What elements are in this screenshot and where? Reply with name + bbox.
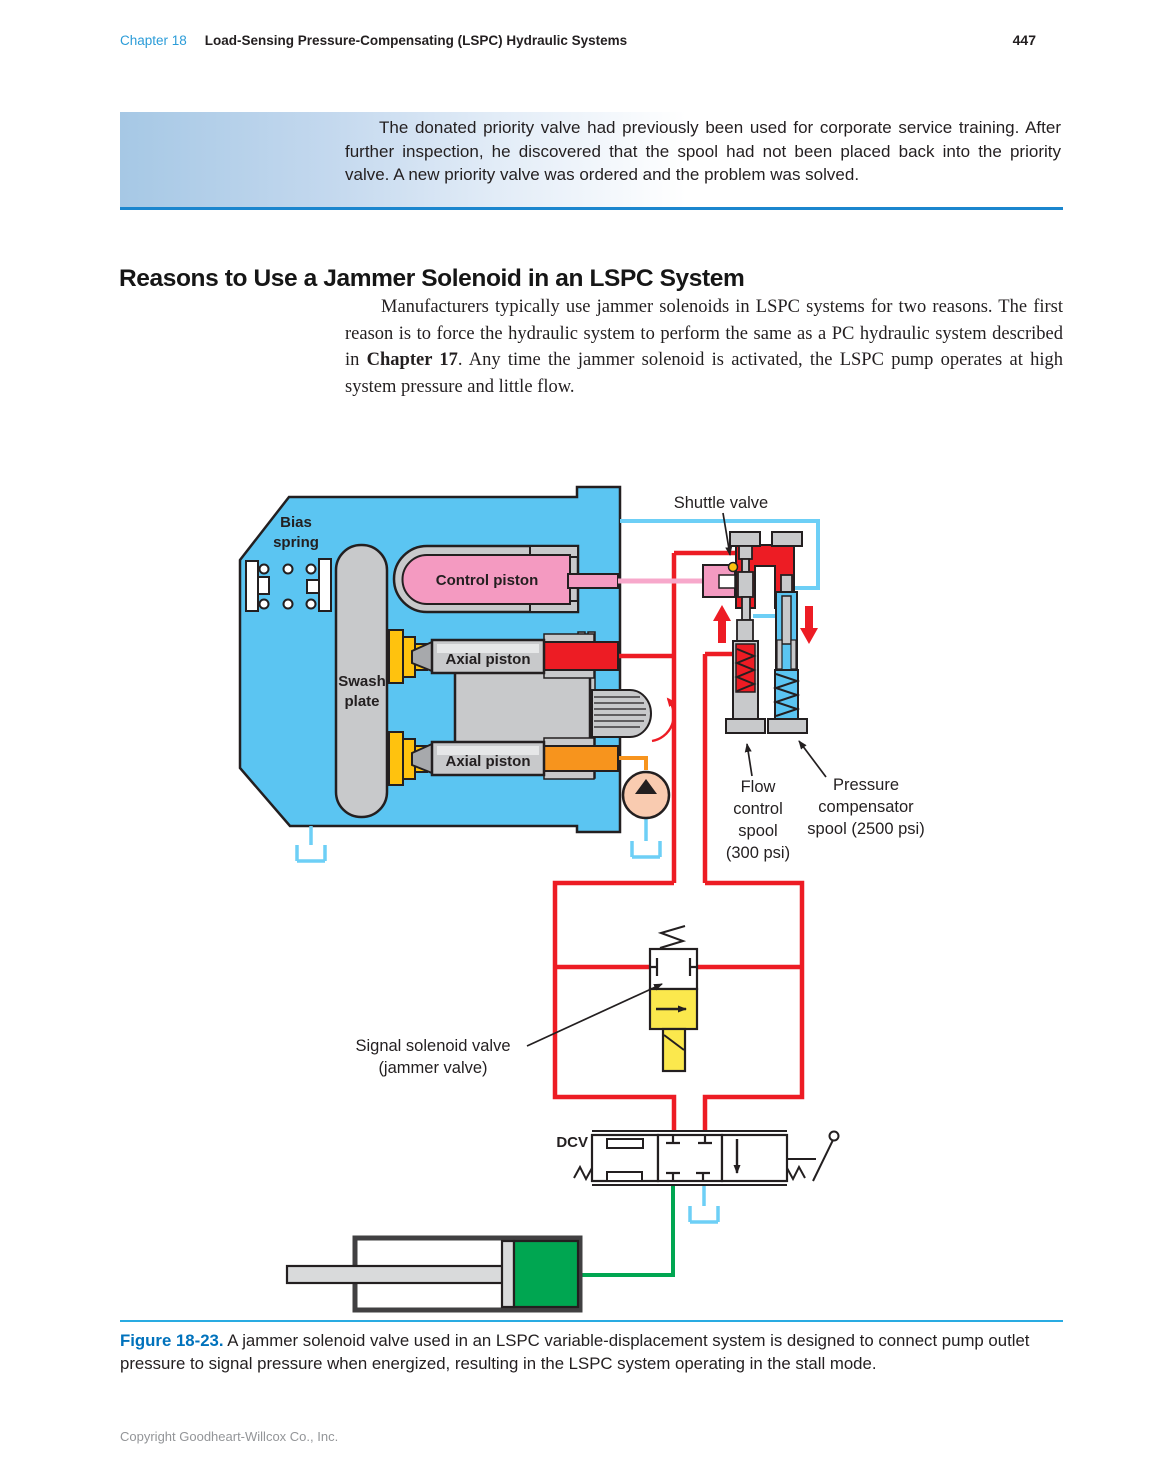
cylinder-piston: [500, 1239, 516, 1309]
pressure-spool-label-line2: compensator: [818, 798, 914, 816]
signal-solenoid-valve: [648, 925, 699, 1073]
spool-down-arrow: [800, 606, 818, 644]
figure-caption-text: A jammer solenoid valve used in an LSPC …: [120, 1331, 1030, 1373]
bias-spring-label-line2: spring: [273, 534, 319, 551]
page-number: 447: [1012, 32, 1036, 48]
cylinder-cap-chamber: [512, 1239, 580, 1309]
figure-caption: Figure 18-23. A jammer solenoid valve us…: [120, 1320, 1063, 1375]
axial-piston-top-label: Axial piston: [445, 651, 530, 668]
dcv-lever: [787, 1139, 834, 1182]
dcv-label: DCV: [556, 1134, 588, 1151]
cylinder-rod: [285, 1264, 505, 1285]
axial-piston-top: Axial piston: [411, 633, 619, 679]
case-study-highlight-box: The donated priority valve had previousl…: [120, 112, 1063, 210]
tank-symbols: [295, 818, 720, 1224]
body-paragraph-text: Manufacturers typically use jammer solen…: [345, 297, 1063, 371]
rotation-arrow: [651, 697, 676, 743]
dcv-spring-right: [786, 1164, 806, 1182]
signal-valve-label-line1: Signal solenoid valve: [355, 1037, 510, 1055]
swash-plate-label-line2: plate: [344, 693, 379, 710]
section-heading: Reasons to Use a Jammer Solenoid in an L…: [119, 265, 745, 293]
body-paragraph-text-end: . Any time the jammer solenoid is activa…: [345, 350, 1064, 397]
charge-pump-symbol: [621, 770, 671, 820]
chapter-title: Load-Sensing Pressure-Compensating (LSPC…: [204, 33, 628, 48]
signal-valve-label-line2: (jammer valve): [378, 1059, 487, 1077]
swash-plate: Swash plate: [334, 543, 389, 819]
swash-plate-label-line1: Swash: [338, 673, 386, 690]
page-header: Chapter 18 Load-Sensing Pressure-Compens…: [120, 32, 1036, 48]
chapter-17-crossref: Chapter 17: [366, 350, 458, 371]
flow-spool-label-line3: spool: [738, 822, 777, 840]
case-drain-lines: [620, 519, 820, 618]
dcv-spring-left: [573, 1164, 593, 1182]
shuttle-valve-ball: [727, 561, 739, 573]
figure-number: Figure 18-23.: [120, 1331, 224, 1350]
flow-spool-label-line1: Flow: [741, 778, 776, 796]
control-piston: Control piston: [392, 544, 619, 614]
dcv-valve: [573, 1130, 840, 1186]
chapter-label: Chapter 18: [120, 33, 187, 48]
control-piston-label: Control piston: [436, 572, 538, 589]
drive-shaft: [591, 689, 676, 743]
pressure-compensator-spool: [767, 574, 818, 734]
pressure-spool-label-line1: Pressure: [833, 776, 899, 794]
bias-spring-assembly: [245, 558, 332, 612]
pressure-spool-label-line3: spool (2500 psi): [807, 820, 924, 838]
solenoid-coil: [661, 1027, 687, 1073]
bias-spring-label-line1: Bias: [280, 514, 312, 531]
copyright-footer: Copyright Goodheart-Willcox Co., Inc.: [120, 1429, 339, 1444]
cylinder-work-line: [580, 1185, 675, 1277]
annotations: Shuttle valve Flow control spool (300 ps…: [355, 494, 924, 1151]
flow-spool-label-line4: (300 psi): [726, 844, 790, 862]
highlight-paragraph: The donated priority valve had previousl…: [345, 118, 1061, 184]
hydraulic-cylinder: [285, 1235, 583, 1313]
body-paragraph: Manufacturers typically use jammer solen…: [345, 294, 1063, 400]
shuttle-valve-label: Shuttle valve: [674, 494, 768, 512]
flow-spool-label-line2: control: [733, 800, 783, 818]
axial-piston-bottom-label: Axial piston: [445, 753, 530, 770]
flow-control-spool: [713, 545, 766, 734]
spool-up-arrow: [713, 605, 731, 643]
charge-line: [617, 756, 648, 770]
figure-18-23-diagram: Bias spring Swash plate Control piston: [238, 485, 925, 1313]
valve-spring: [657, 925, 687, 949]
axial-piston-bottom: Axial piston: [411, 737, 619, 780]
